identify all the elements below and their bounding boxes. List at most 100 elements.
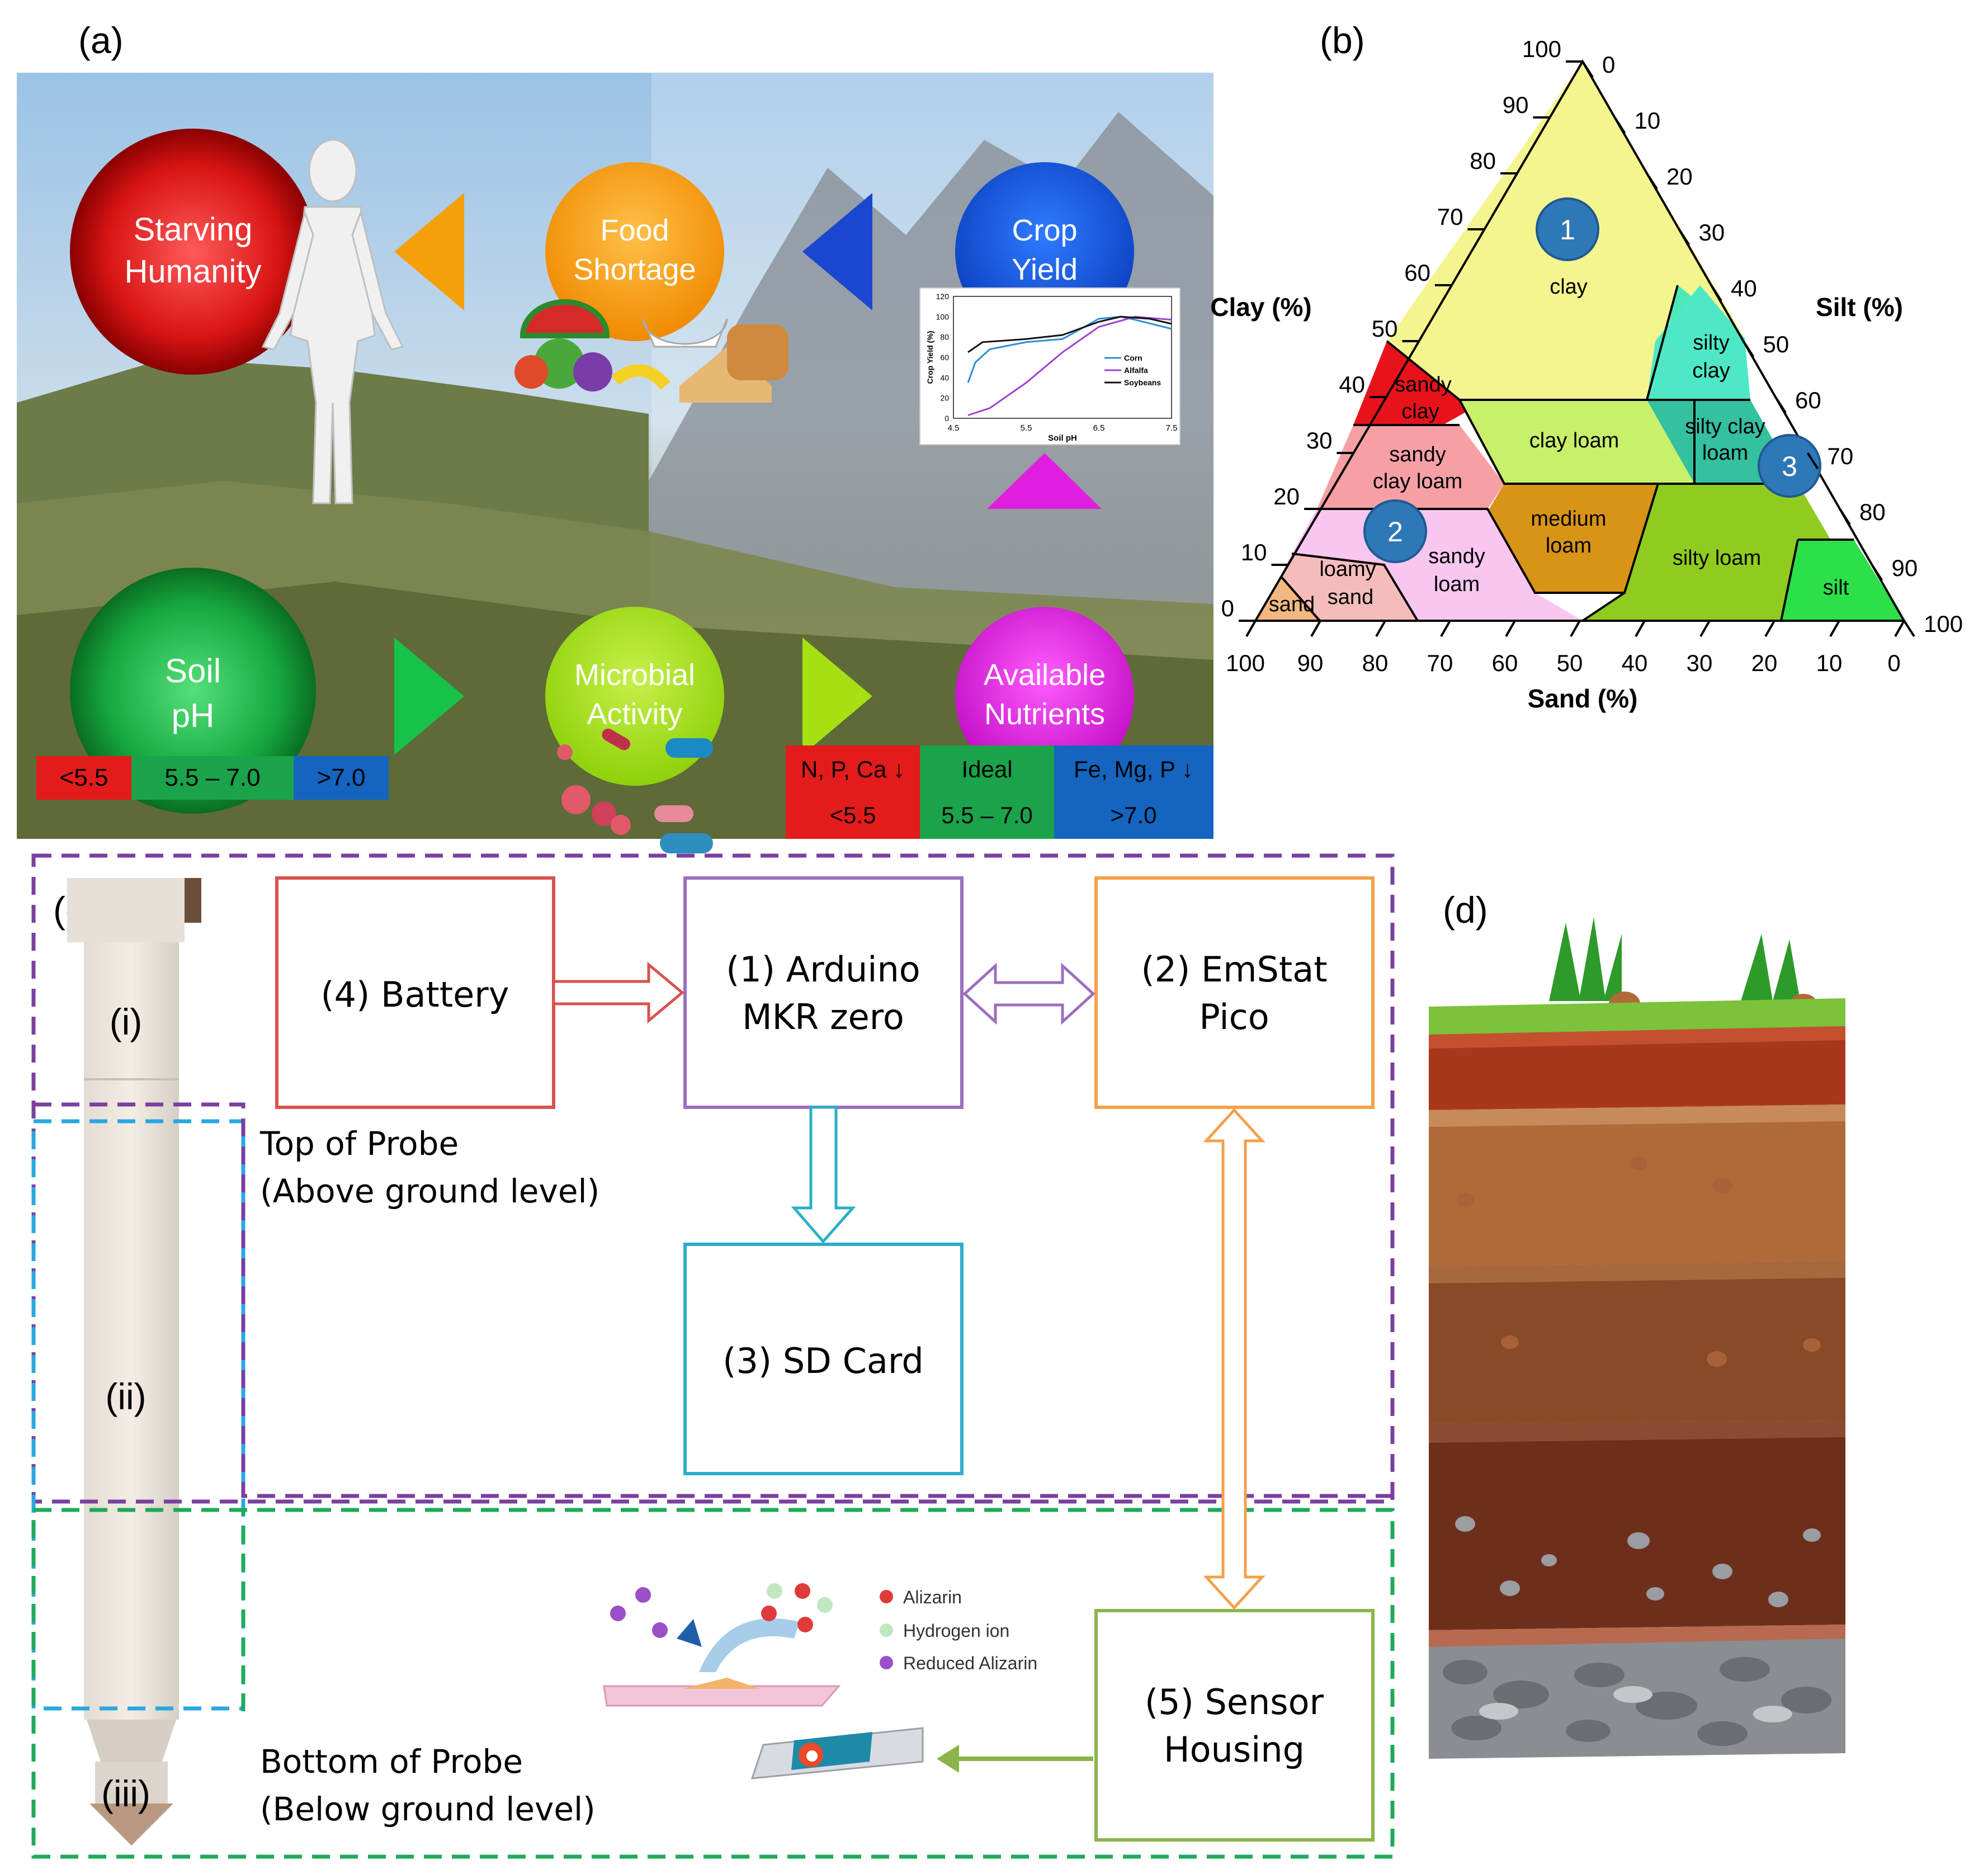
panel-label-d: (d): [1443, 889, 1488, 931]
axis-label-sand: Sand (%): [1528, 684, 1638, 713]
label-silty-clay-2: clay: [1692, 359, 1730, 383]
green-arrow-icon: [394, 638, 464, 755]
sand-tick: [1505, 620, 1516, 637]
sand-tick: [1635, 620, 1646, 637]
blue-arrow-icon: [802, 193, 872, 310]
silt-tick: [1646, 172, 1658, 190]
sand-tick: [1245, 620, 1257, 637]
food-shortage-circle: [545, 162, 724, 341]
silt-tick-label: 60: [1795, 387, 1821, 413]
svg-text:2: 2: [1387, 516, 1403, 547]
silt-tick: [1774, 396, 1787, 414]
sand-tick-label: 60: [1492, 650, 1518, 676]
battery-label: (4) Battery: [320, 974, 509, 1015]
sand-tick: [1764, 620, 1775, 637]
inset-legend-label: Soybeans: [1124, 378, 1161, 387]
svg-text:1: 1: [1560, 214, 1575, 246]
label-silty-clay-loam-2: loam: [1702, 441, 1748, 465]
silt-tick-label: 10: [1635, 107, 1661, 134]
clay-tick-label: 10: [1241, 539, 1267, 565]
arduino-to-sdcard-arrow: [791, 1106, 856, 1244]
bottom-probe-line1: Bottom of Probe: [260, 1743, 523, 1781]
emstat-line2: Pico: [1199, 997, 1269, 1037]
panel-a: Starving Humanity Food Shortage: [17, 73, 1213, 853]
soil-line2: pH: [172, 697, 215, 734]
nutrient-bottom-1: <5.5: [830, 802, 876, 828]
clay-tick-label: 50: [1372, 315, 1398, 342]
inset-xtick: 4.5: [948, 423, 960, 433]
label-sandy-clay-2: clay: [1401, 400, 1439, 423]
soil-ph-circle: [70, 568, 316, 814]
panel-label-b: (b): [1320, 20, 1365, 61]
inset-ytick: 0: [945, 414, 949, 423]
sand-tick: [1440, 620, 1451, 637]
inset-ytick: 60: [940, 353, 949, 362]
nutrient-top-2: Ideal: [961, 756, 1012, 782]
marker-2: 2: [1363, 499, 1427, 563]
soil-layer-2: [1429, 1104, 1845, 1267]
sand-tick-label: 70: [1427, 650, 1453, 676]
label-silt: silt: [1823, 576, 1849, 600]
inset-plot-frame: [953, 296, 1172, 419]
nutrients-line1: Available: [984, 658, 1106, 692]
nutrient-top-1: N, P, Ca ↓: [801, 756, 905, 782]
food-line1: Food: [600, 214, 669, 247]
label-sandy-clay-loam-2: clay loam: [1373, 470, 1463, 493]
silt-tick-label: 0: [1602, 51, 1615, 78]
label-loamy-sand-1: loamy: [1319, 558, 1376, 581]
silt-tick: [1903, 620, 1915, 638]
inset-xtick: 5.5: [1021, 423, 1032, 433]
inset-series-soybeans: [967, 315, 1172, 353]
sand-tick-label: 30: [1687, 650, 1713, 676]
emstat-line1: (2) EmStat: [1141, 949, 1327, 990]
sdcard-label: (3) SD Card: [723, 1340, 923, 1381]
arduino-line1: (1) Arduino: [726, 949, 920, 990]
sensor-housing-box: [1094, 1609, 1375, 1842]
starving-humanity-circle: [70, 129, 316, 375]
nutrients-line2: Nutrients: [984, 697, 1105, 731]
nutrient-top-3: Fe, Mg, P ↓: [1074, 756, 1193, 782]
soil-layer-3: [1429, 1261, 1845, 1423]
microbial-activity-circle: [545, 607, 724, 786]
silt-tick: [1710, 284, 1722, 302]
arduino-emstat-arrow: [962, 962, 1095, 1025]
clay-tick-label: 90: [1503, 92, 1529, 118]
silt-tick-label: 50: [1763, 331, 1789, 357]
clay-tick-label: 80: [1470, 148, 1496, 174]
label-sandy-clay-loam-1: sandy: [1389, 443, 1446, 466]
emstat-sensor-arrow: [1203, 1108, 1265, 1610]
orange-arrow-icon: [394, 193, 464, 310]
silt-tick-label: 20: [1666, 163, 1693, 190]
label-medium-loam-1: medium: [1531, 507, 1606, 531]
ph-bar-low: <5.5: [60, 764, 108, 791]
probe-label-i: (i): [110, 1001, 143, 1042]
region-silt: [1781, 540, 1904, 621]
inset-legend-label: Corn: [1124, 353, 1142, 362]
label-clay: clay: [1550, 275, 1588, 299]
silt-tick: [1581, 60, 1594, 78]
magenta-arrow-icon: [987, 453, 1102, 509]
sand-tick: [1894, 620, 1905, 637]
silt-tick: [1678, 228, 1690, 246]
food-line2: Shortage: [573, 253, 696, 286]
bottom-probe-line2: (Below ground level): [260, 1790, 596, 1828]
top-probe-region: [31, 853, 1395, 1504]
sand-tick: [1375, 620, 1386, 637]
top-probe-line2: (Above ground level): [260, 1172, 599, 1210]
silt-tick-label: 80: [1859, 499, 1886, 525]
crop-line2: Yield: [1012, 253, 1078, 286]
inset-ytick: 100: [936, 312, 950, 321]
soil-layer-1: [1429, 1026, 1845, 1110]
svg-text:3: 3: [1782, 451, 1797, 482]
sand-tick: [1829, 620, 1840, 637]
inset-ytick: 120: [936, 292, 950, 301]
marker-3: 3: [1758, 434, 1821, 498]
label-loamy-sand-2: sand: [1328, 586, 1373, 609]
panel-b-soil-triangle: clay silty clay sandy clay clay loam sil…: [1210, 36, 1963, 713]
sensor-line2: Housing: [1164, 1729, 1305, 1770]
clay-tick-label: 60: [1404, 259, 1430, 286]
silt-tick: [1742, 340, 1755, 358]
sensor-line1: (5) Sensor: [1145, 1682, 1324, 1722]
soil-layer-4: [1429, 1420, 1845, 1630]
starving-line1: Starving: [134, 211, 253, 248]
